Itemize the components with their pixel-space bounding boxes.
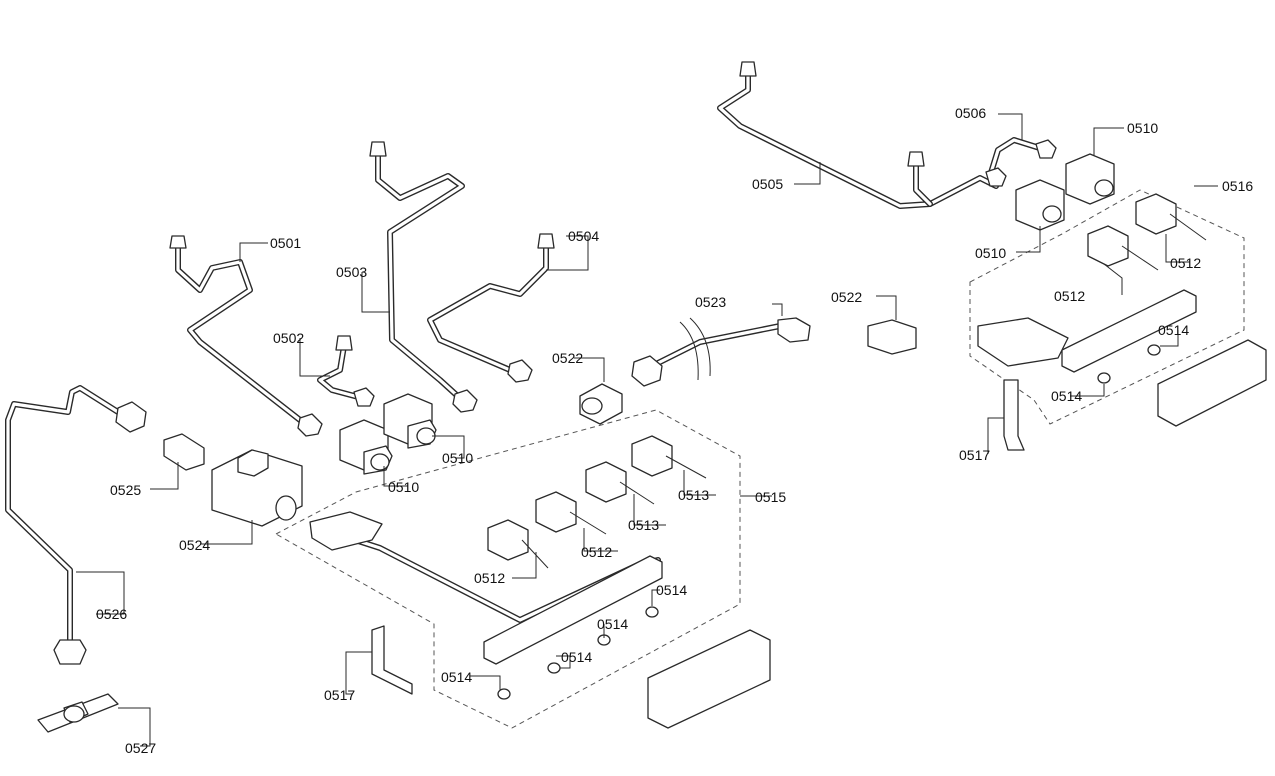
fitting-0522-right[interactable] [867, 319, 917, 355]
valve-0512-a[interactable] [487, 519, 549, 569]
label-0510-left-a: 0510 [388, 479, 419, 495]
burner-frame-right[interactable] [1157, 339, 1267, 427]
label-0512-left-a: 0512 [581, 544, 612, 560]
solenoid-valve-0510-b[interactable] [383, 393, 437, 449]
bracket-0517-left[interactable] [371, 625, 413, 695]
solenoid-valve-0510-d[interactable] [1065, 153, 1115, 205]
valve-0512-b[interactable] [535, 491, 607, 535]
label-0501: 0501 [270, 235, 301, 251]
nuts-0514[interactable] [497, 344, 1161, 700]
label-0513-a: 0513 [678, 487, 709, 503]
label-0506: 0506 [955, 105, 986, 121]
bracket-0517-right[interactable] [1003, 379, 1025, 451]
leader-lines [76, 113, 1218, 747]
label-0522-left: 0522 [552, 350, 583, 366]
label-0512-left-b: 0512 [474, 570, 505, 586]
label-0525: 0525 [110, 482, 141, 498]
label-0514-a: 0514 [656, 582, 687, 598]
valve-0512-d[interactable] [1135, 193, 1207, 241]
label-0523: 0523 [695, 294, 726, 310]
pressure-regulator-0524[interactable] [211, 449, 303, 527]
solenoid-valve-0510-a[interactable] [339, 419, 393, 475]
label-0514-right-b: 0514 [1051, 388, 1082, 404]
fitting-0522-left[interactable] [579, 383, 623, 425]
label-0512-right-b: 0512 [1054, 288, 1085, 304]
valve-0513-a[interactable] [585, 461, 655, 505]
pipe-0502[interactable] [317, 335, 375, 407]
manifold-0515[interactable] [274, 409, 741, 729]
label-0524: 0524 [179, 537, 210, 553]
label-0505: 0505 [752, 176, 783, 192]
label-0502: 0502 [273, 330, 304, 346]
label-0514-b: 0514 [597, 616, 628, 632]
solenoid-valve-0510-c[interactable] [1015, 179, 1065, 231]
burner-frame-left[interactable] [647, 629, 771, 729]
label-0522-right: 0522 [831, 289, 862, 305]
label-0510-right: 0510 [975, 245, 1006, 261]
label-0515: 0515 [755, 489, 786, 505]
pipe-0503[interactable] [369, 141, 478, 413]
valve-0513-b[interactable] [631, 435, 707, 479]
fitting-0525[interactable] [163, 433, 205, 471]
manifold-0516[interactable] [969, 189, 1245, 425]
label-0517-right: 0517 [959, 447, 990, 463]
label-0514-c: 0514 [561, 649, 592, 665]
pipe-0526[interactable] [5, 385, 147, 665]
label-0513-b: 0513 [628, 517, 659, 533]
pipe-0504[interactable] [427, 233, 555, 383]
label-0517-left: 0517 [324, 687, 355, 703]
label-0504: 0504 [568, 228, 599, 244]
label-0526: 0526 [96, 606, 127, 622]
pipe-0506[interactable] [985, 137, 1057, 187]
label-0512-right-a: 0512 [1170, 255, 1201, 271]
bracket-0527[interactable] [37, 693, 119, 733]
pipe-0523[interactable] [631, 317, 811, 387]
label-0510-left-b: 0510 [442, 450, 473, 466]
label-0514-d: 0514 [441, 669, 472, 685]
valve-0512-c[interactable] [1087, 225, 1159, 271]
label-0516: 0516 [1222, 178, 1253, 194]
label-0510-top-right: 0510 [1127, 120, 1158, 136]
pipe-0501[interactable] [169, 235, 323, 437]
label-0514-right-a: 0514 [1158, 322, 1189, 338]
label-0503: 0503 [336, 264, 367, 280]
label-0527: 0527 [125, 740, 156, 756]
part-labels: 0501 0502 0503 0504 0505 0506 0510 0510 … [96, 105, 1253, 756]
